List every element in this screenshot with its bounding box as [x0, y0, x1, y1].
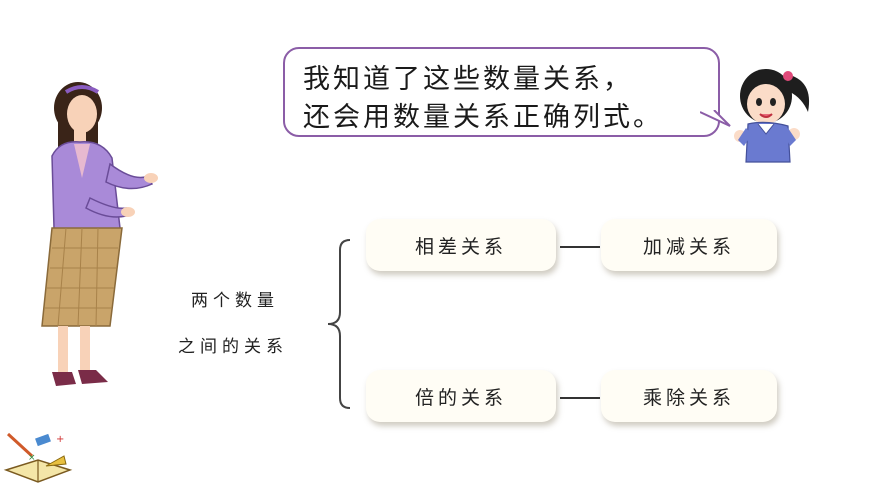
relation-box-difference: 相差关系: [366, 219, 556, 271]
connector-line-1: [560, 246, 600, 248]
svg-text:×: ×: [28, 453, 36, 463]
girl-illustration: [734, 69, 810, 163]
operation-label-multiply-divide: 乘除关系: [642, 386, 735, 409]
root-label-line-2: 之间的关系: [178, 337, 288, 357]
relation-box-multiple: 倍的关系: [366, 370, 556, 422]
connector-line-2: [560, 397, 600, 399]
teacher-illustration: [41, 82, 158, 386]
operation-box-multiply-divide: 乘除关系: [601, 370, 777, 422]
relation-label-multiple: 倍的关系: [414, 386, 507, 409]
relation-label-difference: 相差关系: [414, 235, 507, 258]
operation-box-add-subtract: 加减关系: [601, 219, 777, 271]
brace: [327, 239, 351, 409]
root-label-line-1: 两个数量: [191, 291, 279, 311]
operation-label-add-subtract: 加减关系: [642, 235, 735, 258]
speech-bubble: 我知道了这些数量关系， 还会用数量关系正确列式。: [283, 47, 720, 137]
speech-bubble-tail: [700, 110, 731, 127]
math-book-icon: + ×: [3, 432, 73, 483]
speech-line-2: 还会用数量关系正确列式。: [303, 102, 663, 133]
speech-line-1: 我知道了这些数量关系，: [303, 64, 633, 95]
svg-text:+: +: [56, 434, 64, 445]
